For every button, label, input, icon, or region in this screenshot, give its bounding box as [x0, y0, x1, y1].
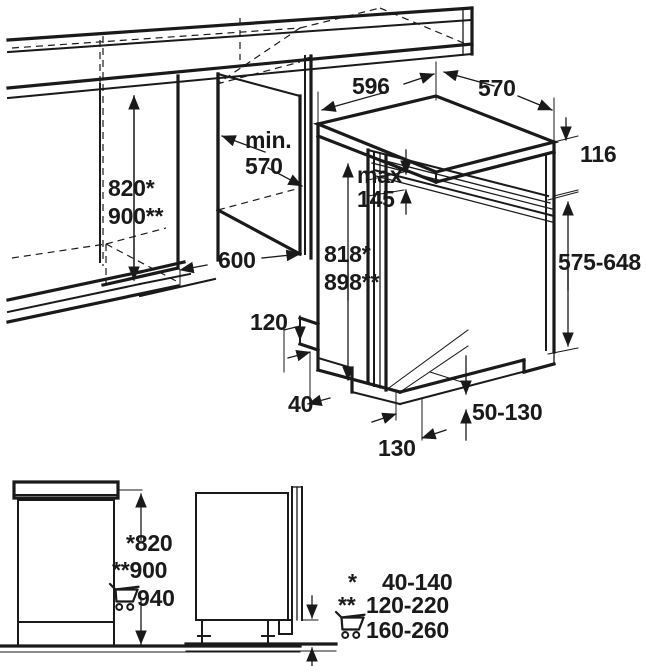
label-niche-depth-min-prefix: min. — [245, 127, 291, 153]
label-worktop-width: 596 — [352, 73, 390, 99]
legend-value-1: 120-220 — [366, 592, 449, 618]
legend-shopping-cart-icon — [334, 610, 366, 639]
legend-value-0: 40-140 — [382, 569, 452, 595]
shopping-cart-icon — [108, 582, 140, 611]
label-plinth-offset: 40 — [288, 391, 313, 417]
legend-marker-1: ** — [338, 592, 356, 618]
label-niche-depth-min-value: 570 — [245, 153, 283, 179]
appliance-body — [283, 94, 560, 406]
label-appliance-height-alt: 898** — [324, 269, 380, 295]
label-foot-adjust: 50-130 — [472, 399, 542, 425]
label-toe-depth: 130 — [378, 435, 416, 461]
label-worktop-depth: 570 — [478, 75, 516, 101]
label-appliance-height: 818* — [324, 241, 371, 267]
label-niche-height-alt: 900** — [108, 203, 164, 229]
label-door-panel-height: 575-648 — [558, 249, 641, 275]
lower-left-elevation — [0, 480, 302, 653]
lower-left-dimension: *820 **900 940 — [108, 493, 175, 645]
niche-walls — [6, 36, 313, 324]
label-niche-height: 820* — [108, 175, 155, 201]
legend-value-2: 160-260 — [366, 617, 449, 643]
main-view-labels: 820* 900** min. 570 600 596 570 116 575-… — [108, 73, 642, 461]
label-lower-height-doublestar: **900 — [112, 557, 167, 583]
label-door-gap-max-value: 145 — [357, 186, 395, 212]
label-lower-height-cart: 940 — [137, 585, 175, 611]
label-door-gap-max-prefix: max — [357, 162, 403, 188]
label-plinth-recess: 120 — [250, 309, 288, 335]
worktop-assembly — [6, 6, 474, 100]
lower-right-side-view — [184, 486, 338, 666]
legend-marker-0: * — [348, 569, 357, 595]
label-niche-width: 600 — [218, 247, 256, 273]
legend-block: * 40-140 ** 120-220 160-260 — [334, 569, 453, 643]
label-top-band: 116 — [580, 141, 617, 167]
dimension-annotations-main — [128, 61, 579, 441]
label-lower-height-star: *820 — [126, 530, 173, 556]
